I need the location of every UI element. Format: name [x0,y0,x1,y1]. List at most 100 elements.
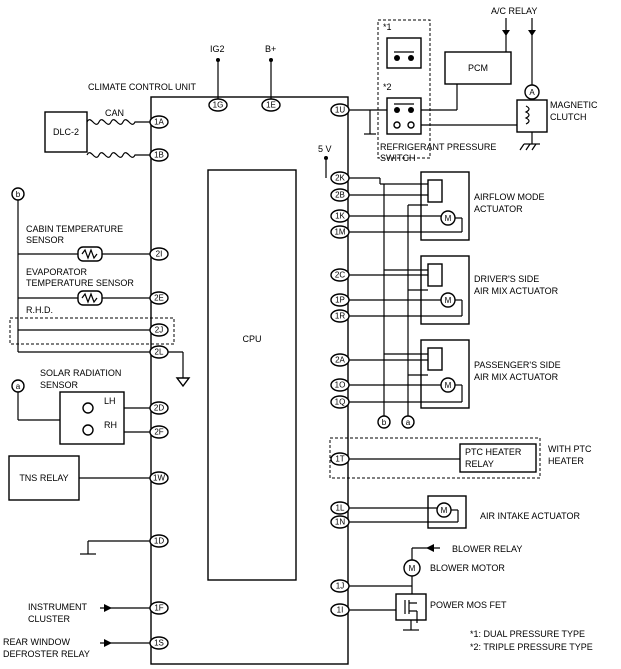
pin-2c: 2C [330,268,350,282]
arrow-icon [528,30,536,36]
pin-2a: 2A [330,353,350,367]
pin-2d: 2D [149,401,169,415]
dlc2-box [44,111,88,153]
dual-pressure-switch [386,37,422,69]
ac-relay-label: A/C RELAY [491,6,537,16]
ptc-dashed-frame [329,437,541,479]
refrigerant-dashed-frame [377,19,431,159]
pin-2b: 2B [330,188,350,202]
svg-text:1R: 1R [335,312,345,321]
solar-sensor-label-1: SOLAR RADIATION [40,368,121,378]
air-intake-label: AIR INTAKE ACTUATOR [480,511,581,521]
pin-1f: 1F [149,601,169,615]
pin-1j: 1J [330,579,350,593]
refrigerant-label-1: REFRIGERANT PRESSURE [380,142,496,152]
connector-pins: 1G 1E 1U 1A 1B 2I 2E 2J 2L 2D 2F 1W 1D 1… [149,98,350,650]
svg-text:1P: 1P [335,296,345,305]
power-mos-fet-box [395,593,427,621]
b-plus-label: B+ [265,44,276,54]
cabin-sensor-label-1: CABIN TEMPERATURE [26,224,123,234]
driver-air-mix-label-1: DRIVER'S SIDE [474,274,539,284]
arrow-icon [502,30,510,36]
pin-1s: 1S [149,636,169,650]
tns-relay-box [8,455,80,501]
solar-diode-rh-icon [82,424,94,436]
svg-text:1G: 1G [213,101,224,110]
pin-1w: 1W [149,471,169,485]
mosfet-icon [404,600,418,623]
ptc-relay-label-2: RELAY [465,459,494,469]
climate-control-unit-label: CLIMATE CONTROL UNIT [88,82,197,92]
pin-1o: 1O [330,378,350,392]
svg-text:1U: 1U [335,106,345,115]
pin-2l: 2L [149,345,169,359]
svg-text:2J: 2J [155,326,163,335]
pin-1u: 1U [330,103,350,117]
lh-label: LH [104,396,116,406]
pin-1a: 1A [149,115,169,129]
pin-2e: 2E [149,291,169,305]
motor-label: M [409,564,416,573]
rhd-dashed-frame [9,317,175,345]
connector-a-icon [401,415,415,429]
magnetic-clutch-box [516,99,548,133]
pin-2f: 2F [149,425,169,439]
svg-text:1W: 1W [153,474,165,483]
svg-text:2L: 2L [155,348,164,357]
pcm-label: PCM [468,63,488,73]
b-plus-terminal [269,58,273,62]
connector-a-label: a [16,382,21,391]
cpu-box [207,169,297,581]
pin-1r: 1R [330,309,350,323]
svg-text:1I: 1I [337,606,344,615]
air-intake-actuator-box [427,495,467,529]
tns-relay-label: TNS RELAY [19,473,68,483]
with-ptc-label-1: WITH PTC [548,444,592,454]
with-ptc-label-2: HEATER [548,456,584,466]
pin-1e: 1E [261,98,281,112]
rh-label: RH [104,420,117,430]
cabin-sensor-label-2: SENSOR [26,235,65,245]
pin-1n: 1N [330,515,350,529]
svg-text:1B: 1B [154,151,164,160]
passenger-air-mix-label-1: PASSENGER'S SIDE [474,360,561,370]
pin-1i: 1I [330,603,350,617]
pin-1d: 1D [149,534,169,548]
svg-text:2K: 2K [335,174,345,183]
svg-text:1A: 1A [154,118,164,127]
svg-text:1L: 1L [336,504,345,513]
airflow-actuator-label-1: AIRFLOW MODE [474,192,545,202]
svg-text:2C: 2C [335,271,345,280]
svg-text:1K: 1K [335,212,345,221]
pin-1g: 1G [208,98,228,112]
svg-text:1E: 1E [266,101,276,110]
svg-text:2B: 2B [335,191,345,200]
driver-air-mix-label-2: AIR MIX ACTUATOR [474,286,559,296]
pin-1b: 1B [149,148,169,162]
airflow-actuator-label-2: ACTUATOR [474,204,523,214]
ptc-relay-box [459,443,537,473]
pin-1l: 1L [330,501,350,515]
solar-sensor-label-2: SENSOR [40,380,79,390]
star2-label: *2 [383,82,392,92]
motor-label: M [441,506,448,515]
pin-2j: 2J [149,323,169,337]
connector-b-icon [377,415,391,429]
pin-1p: 1P [330,293,350,307]
svg-text:1M: 1M [334,228,345,237]
svg-text:1O: 1O [335,381,346,390]
motor-label: M [445,381,452,390]
solar-diode-lh-icon [82,402,94,414]
instrument-cluster-label-2: CLUSTER [28,614,71,624]
airflow-pot-icon [427,179,443,203]
svg-text:2D: 2D [154,404,164,413]
star1-label: *1 [383,22,392,32]
clutch-coil-icon [524,105,530,125]
magnetic-clutch-label-1: MAGNETIC [550,100,598,110]
pcm-box [444,51,512,85]
connector-b-label: b [382,418,387,427]
blower-motor-label: BLOWER MOTOR [430,563,505,573]
pin-1m: 1M [330,225,350,239]
solar-sensor-box [59,391,125,445]
